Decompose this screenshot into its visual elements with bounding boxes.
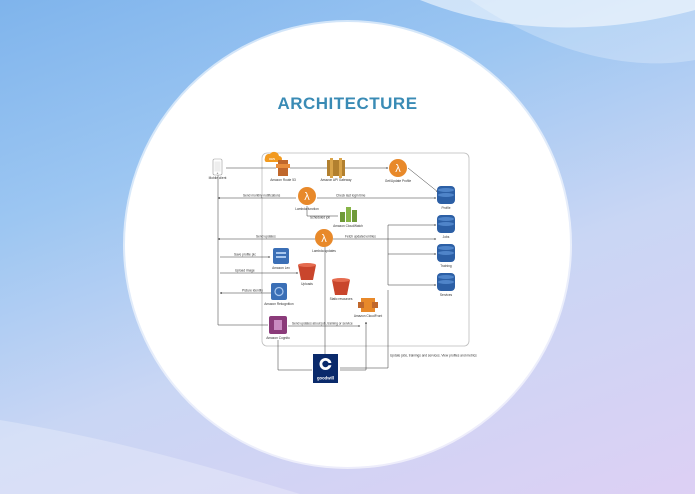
label-api-gateway: Amazon API Gateway (320, 178, 351, 182)
lambda-icon: λ (298, 187, 316, 205)
s3-bucket-icon (298, 263, 316, 280)
goodwill-logo: goodwill (313, 354, 338, 383)
label-db-profile: Profile (441, 206, 450, 210)
svg-text:λ: λ (321, 233, 327, 245)
svg-text:aws: aws (269, 157, 275, 161)
label-s3-uploads: Uploads (301, 282, 313, 286)
label-s3-static: Static resources (330, 297, 353, 301)
dynamodb-table-icon (437, 215, 455, 233)
label-cloudwatch: Amazon CloudWatch (333, 224, 363, 228)
dynamodb-table-icon (437, 244, 455, 262)
cloudfront-icon (358, 298, 378, 312)
lex-icon (273, 248, 289, 264)
label-get-update-profile: Get/Update Profile (385, 179, 411, 183)
route53-icon (276, 160, 290, 176)
label-picture-identity: Picture identity (242, 289, 263, 293)
aws-badge: aws (264, 151, 282, 162)
svg-text:λ: λ (395, 163, 401, 175)
content-circle (125, 22, 570, 467)
dynamodb-table-icon (437, 186, 455, 204)
label-send-updates: Send updates (256, 235, 276, 239)
lambda-icon: λ (389, 159, 407, 177)
svg-text:λ: λ (304, 191, 310, 203)
lambda-icon: λ (315, 229, 333, 247)
label-db-jobs: Jobs (443, 235, 450, 239)
label-lambda-push: Lambda function (295, 207, 319, 211)
label-cognito: Amazon Cognito (266, 336, 290, 340)
edge-lambda-profile (407, 167, 439, 193)
label-lambda-updates: Lambda updates (312, 249, 336, 253)
label-route53: Amazon Route 53 (270, 178, 296, 182)
cognito-icon (269, 316, 287, 334)
label-db-services: Services (440, 293, 453, 297)
svg-text:goodwill: goodwill (317, 376, 334, 381)
label-send-goodwill: Send updates about job, training or serv… (292, 322, 353, 326)
cloudwatch-icon (340, 207, 357, 222)
label-save-profile-pic: Save profile pic (234, 253, 256, 257)
page-title: ARCHITECTURE (277, 94, 418, 113)
label-send-notifications: Send monthly notifications (243, 194, 281, 198)
aws-cloud-boundary (261, 152, 470, 347)
label-update-jobs: Update jobs, trainings and services. Vie… (390, 354, 477, 358)
label-lex: Amazon Lex (272, 266, 290, 270)
label-cloudfront: Amazon CloudFront (354, 314, 382, 318)
label-scheduled-job: Scheduled job (310, 216, 330, 220)
label-mobile-client: Mobile client (209, 176, 227, 180)
dynamodb-table-icon (437, 273, 455, 291)
s3-bucket-icon (332, 278, 350, 295)
label-check-login: Check last login time (336, 194, 366, 198)
label-db-training: Training (440, 264, 452, 268)
rekognition-icon (271, 283, 287, 300)
label-rekognition: Amazon Rekognition (264, 302, 294, 306)
mobile-client-icon (212, 158, 223, 176)
label-upload-image: Upload image (235, 269, 255, 273)
label-fetch-updated: Fetch updated entries (345, 235, 376, 239)
api-gateway-icon (327, 158, 345, 178)
